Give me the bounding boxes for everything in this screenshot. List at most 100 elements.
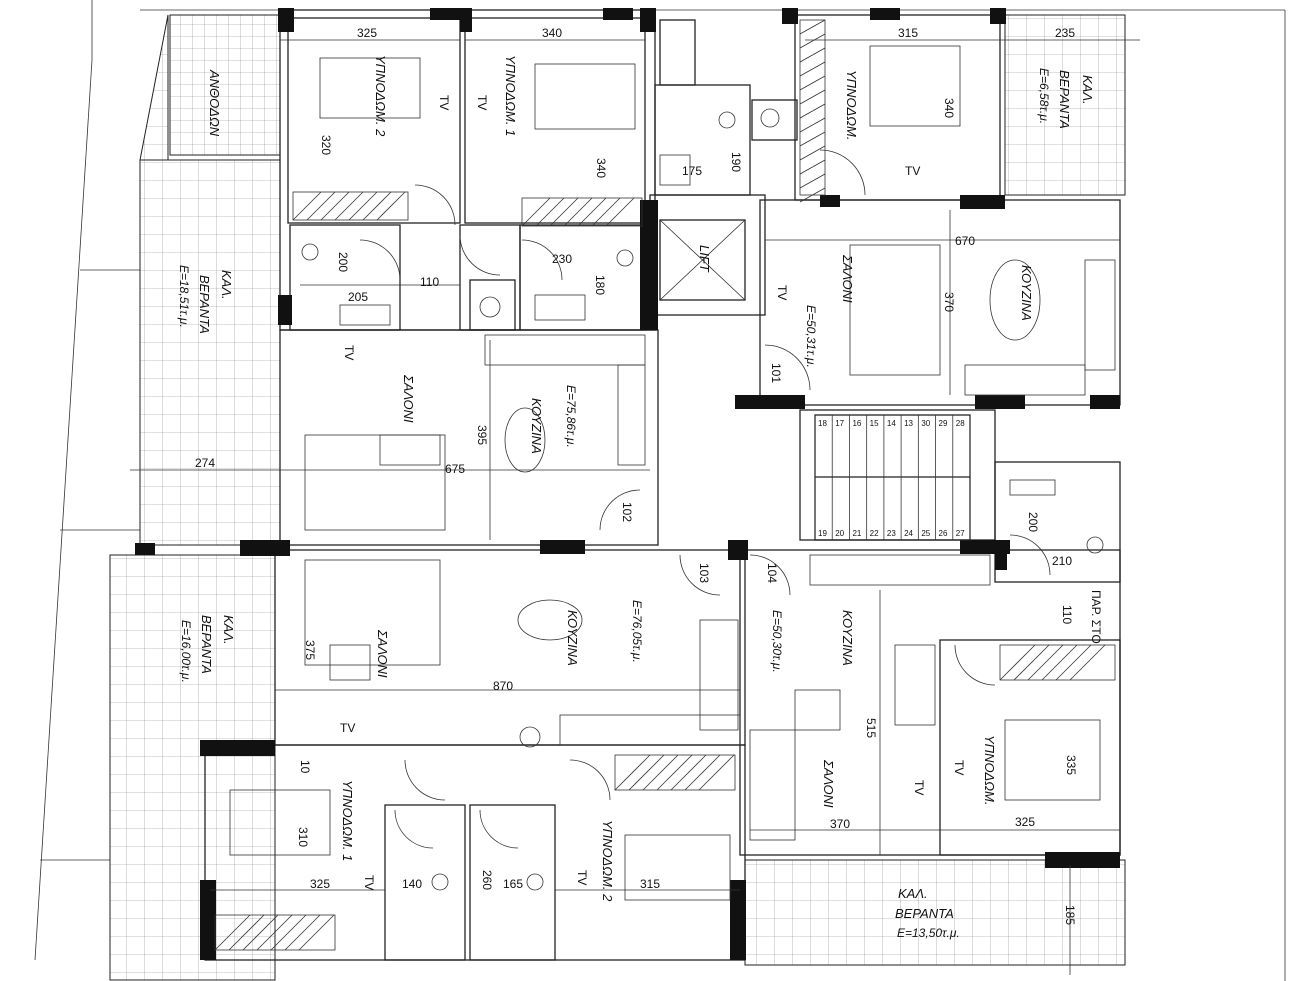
tv-label: TV <box>340 721 355 735</box>
dim: 370 <box>830 817 850 831</box>
bedroom-2-south: ΥΠΝΟΔΩΜ. 2 <box>600 820 615 902</box>
hatch-line <box>799 47 826 63</box>
hatch-line <box>376 191 406 221</box>
tv-label: TV <box>362 875 376 890</box>
dim: 260 <box>480 870 494 890</box>
dim: 140 <box>402 877 422 891</box>
kitchen-a: ΚΟΥΖΙΝΑ <box>529 398 544 454</box>
veranda-se-title: ΚΑΛ. <box>898 886 928 901</box>
stair-number: 14 <box>887 419 896 428</box>
kitchen-d: ΚΟΥΖΙΝΑ <box>840 610 855 666</box>
dim: 340 <box>542 26 562 40</box>
hatch-line <box>334 191 364 221</box>
hatch-line <box>270 914 307 951</box>
dim: 110 <box>1060 605 1074 624</box>
tv-label: TV <box>475 95 489 110</box>
tv-label: TV <box>905 164 920 178</box>
stair-number: 24 <box>904 529 913 538</box>
hatch-line <box>591 197 621 227</box>
hatch-line <box>1055 644 1092 681</box>
hatch-line <box>348 191 378 221</box>
door-104: 104 <box>765 563 779 583</box>
veranda-se-area: Ε=13,50τ.μ. <box>897 926 960 940</box>
dim: 325 <box>357 26 377 40</box>
tv-label: TV <box>437 95 451 110</box>
stair-number: 23 <box>887 529 896 538</box>
hatch-line <box>535 197 565 227</box>
kitchen-counters <box>484 259 1116 746</box>
tv-label: TV <box>775 285 789 300</box>
hatch-line <box>521 197 551 227</box>
hatch-line <box>799 131 826 147</box>
elec-box-label: ΠΑΡ. ΣΤΟ <box>1089 590 1103 644</box>
planter <box>169 14 281 156</box>
hatch-line <box>1013 644 1050 681</box>
dim: 675 <box>445 462 465 476</box>
hatch-line <box>284 914 321 951</box>
door-numbers: 101 102 103 104 <box>620 363 783 583</box>
veranda-sw-title: ΚΑΛ. <box>221 615 236 645</box>
dim: 10 <box>298 760 312 774</box>
dim: 320 <box>319 135 333 155</box>
lift-shaft <box>659 219 746 301</box>
stair-number: 27 <box>956 529 965 538</box>
dim: 274 <box>195 456 215 470</box>
veranda-ne-area: Ε=6,58τ.μ. <box>1037 68 1051 124</box>
dim: 315 <box>898 26 918 40</box>
veranda-ne-tiles <box>1004 14 1126 196</box>
dim: 315 <box>640 877 660 891</box>
dim: 175 <box>682 164 702 178</box>
hatch-line <box>320 191 350 221</box>
dim: 325 <box>1015 815 1035 829</box>
hatch-line <box>563 197 593 227</box>
veranda-sw-area: Ε=16,00τ.μ. <box>179 620 193 683</box>
bedroom-1-north: ΥΠΝΟΔΩΜ. 1 <box>503 55 518 136</box>
veranda-nw-name: ΒΕΡΑΝΤΑ <box>197 275 212 334</box>
hatch-line <box>214 914 251 951</box>
door-102: 102 <box>620 502 634 522</box>
wall-blocks <box>135 8 1120 960</box>
kitchen-b: ΚΟΥΖΙΝΑ <box>1019 265 1034 321</box>
dim: 200 <box>1026 512 1040 532</box>
dim: 200 <box>336 252 350 272</box>
lift-label: LIFT <box>697 245 712 273</box>
stair-number: 19 <box>818 529 827 538</box>
stair-number: 16 <box>852 419 861 428</box>
dim: 310 <box>296 827 310 847</box>
hatch-line <box>799 159 826 175</box>
dim: 110 <box>420 275 439 289</box>
veranda-nw-title: ΚΑΛ. <box>219 270 234 300</box>
hatch-line <box>799 61 826 77</box>
stair-number: 30 <box>921 419 930 428</box>
stair-number: 21 <box>852 529 861 538</box>
tv-label: TV <box>952 760 966 775</box>
hatch-line <box>656 754 693 791</box>
veranda-se-name: ΒΕΡΑΝΤΑ <box>895 906 954 921</box>
area-d: Ε=50,30τ.μ. <box>770 610 784 673</box>
dim: 205 <box>348 290 368 304</box>
living-room-d: ΣΑΛΟΝΙ <box>821 759 836 808</box>
stair-number: 29 <box>939 419 948 428</box>
veranda-nw-edge <box>139 14 169 161</box>
hatch-line <box>799 145 826 161</box>
dim: 325 <box>310 877 330 891</box>
stair-number: 28 <box>956 419 965 428</box>
hatch-line <box>1041 644 1078 681</box>
hatch-line <box>799 33 826 49</box>
dim: 340 <box>594 158 608 178</box>
hatch-line <box>228 914 265 951</box>
hatch-line <box>799 187 826 203</box>
veranda-se-tiles <box>744 859 1126 966</box>
hatch-line <box>799 19 826 35</box>
hatch-line <box>628 754 665 791</box>
bathroom-fixtures <box>301 108 1104 891</box>
hatch-line <box>799 173 826 189</box>
planter-label: ΑΝΘΟΔΩΝ <box>207 69 222 137</box>
dim: 335 <box>1064 755 1078 775</box>
tv-label: TV <box>342 345 356 360</box>
living-room-a: ΣΑΛΟΝΙ <box>401 374 416 423</box>
tv-labels: TV TV TV TV TV TV TV TV TV TV <box>340 95 966 890</box>
dim: 375 <box>303 640 317 660</box>
area-a: Ε=75,86τ.μ. <box>564 385 578 448</box>
